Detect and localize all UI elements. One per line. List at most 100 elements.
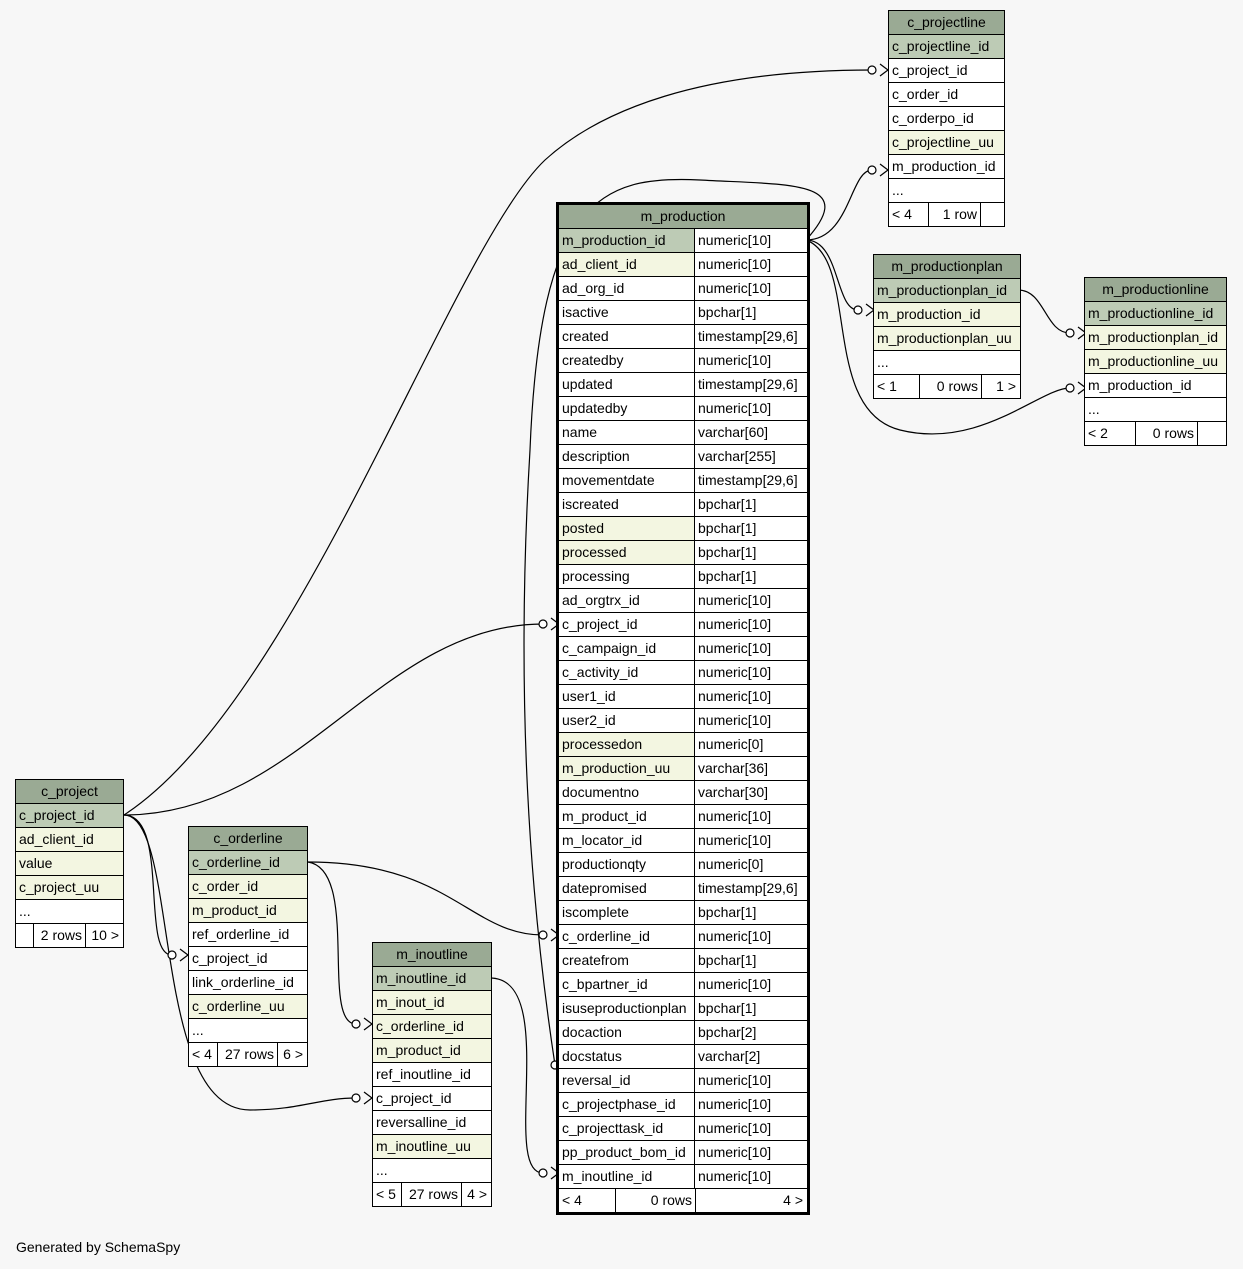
column-row[interactable]: m_production_id bbox=[1085, 374, 1226, 398]
footer-prev-link[interactable]: < 4 bbox=[192, 1046, 212, 1062]
column-row[interactable]: ... bbox=[1085, 398, 1226, 422]
column-row[interactable]: m_inoutline_id bbox=[373, 967, 491, 991]
column-row[interactable]: m_productionline_id bbox=[1085, 302, 1226, 326]
column-row[interactable]: m_productionplan_id bbox=[1085, 326, 1226, 350]
column-row[interactable]: m_productionplan_uu bbox=[874, 327, 1020, 351]
footer-prev-link[interactable]: < 1 bbox=[877, 378, 897, 394]
column-row[interactable]: ref_inoutline_id bbox=[373, 1063, 491, 1087]
column-row[interactable]: m_productionplan_id bbox=[874, 279, 1020, 303]
column-row[interactable]: c_project_id bbox=[373, 1087, 491, 1111]
column-row[interactable]: c_orderline_uu bbox=[189, 995, 307, 1019]
footer-next-link[interactable]: 10 > bbox=[85, 924, 122, 947]
column-row[interactable]: ... bbox=[889, 179, 1004, 203]
column-row[interactable]: c_project_id bbox=[16, 804, 123, 828]
footer-prev-link[interactable]: < 2 bbox=[1088, 425, 1108, 441]
column-row[interactable]: ... bbox=[373, 1159, 491, 1183]
footer-prev-link[interactable]: < 5 bbox=[376, 1186, 396, 1202]
column-row[interactable]: m_product_id bbox=[373, 1039, 491, 1063]
column-row[interactable]: m_production_id bbox=[889, 155, 1004, 179]
footer-next-link[interactable]: 4 > bbox=[695, 1189, 806, 1212]
column-row[interactable]: c_order_id bbox=[889, 83, 1004, 107]
column-row[interactable]: c_project_id bbox=[189, 947, 307, 971]
column-row[interactable]: c_project_id bbox=[889, 59, 1004, 83]
column-row[interactable]: c_projectline_id bbox=[889, 35, 1004, 59]
column-row[interactable]: ... bbox=[189, 1019, 307, 1043]
column-row[interactable]: m_inoutline_uu bbox=[373, 1135, 491, 1159]
footer-next-link[interactable]: 1 > bbox=[981, 375, 1019, 398]
column-row[interactable]: reversalline_id bbox=[373, 1111, 491, 1135]
column-row[interactable]: m_product_id bbox=[189, 899, 307, 923]
footer-next-link[interactable] bbox=[1197, 422, 1225, 445]
column-row[interactable]: ... bbox=[16, 900, 123, 924]
column-row[interactable]: m_production_id bbox=[874, 303, 1020, 327]
footer-next-link[interactable]: 4 > bbox=[461, 1183, 490, 1206]
column-name: c_order_id bbox=[189, 875, 307, 898]
column-row[interactable]: ref_orderline_id bbox=[189, 923, 307, 947]
column-row[interactable]: m_productionline_uu bbox=[1085, 350, 1226, 374]
column-row[interactable]: link_orderline_id bbox=[189, 971, 307, 995]
column-row[interactable]: ... bbox=[874, 351, 1020, 375]
column-row[interactable]: value bbox=[16, 852, 123, 876]
column-row[interactable]: c_order_id bbox=[189, 875, 307, 899]
footer-prev-link[interactable]: < 4 bbox=[562, 1192, 582, 1208]
footer-prev-link[interactable]: < 4 bbox=[892, 206, 912, 222]
column-row[interactable]: m_inout_id bbox=[373, 991, 491, 1015]
footer-next-link[interactable]: 6 > bbox=[277, 1043, 306, 1066]
footer-prev-link[interactable] bbox=[16, 924, 33, 947]
column-row[interactable]: c_orderline_id bbox=[373, 1015, 491, 1039]
footer-next-link[interactable] bbox=[980, 203, 1003, 226]
column-row[interactable]: c_projectline_uu bbox=[889, 131, 1004, 155]
column-row[interactable]: c_orderline_id bbox=[189, 851, 307, 875]
column-row[interactable]: c_orderpo_id bbox=[889, 107, 1004, 131]
column-row[interactable]: c_project_uu bbox=[16, 876, 123, 900]
column-row[interactable]: ad_client_id bbox=[16, 828, 123, 852]
